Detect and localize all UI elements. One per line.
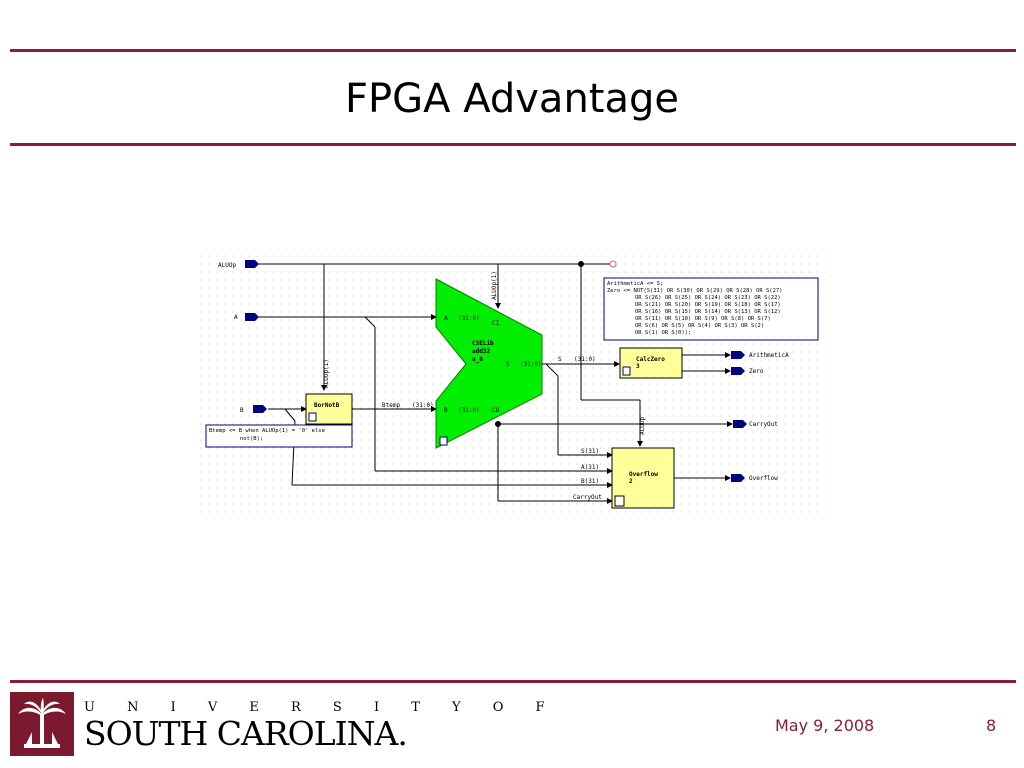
page-number: 8: [986, 716, 997, 735]
footer-date: May 9, 2008: [775, 716, 875, 735]
svg-text:OR S(11) OR S(10) OR S(9) OR S: OR S(11) OR S(10) OR S(9) OR S(8) OR S(7…: [635, 316, 771, 322]
output-port-arithmetica: ArithmeticA: [731, 351, 789, 359]
svg-text:Btemp <= B when ALUOp(1) = '0': Btemp <= B when ALUOp(1) = '0' else: [209, 428, 325, 434]
footer-rule: [10, 680, 1016, 683]
svg-text:Overflow: Overflow: [749, 475, 778, 482]
svg-text:u_0: u_0: [472, 356, 483, 363]
svg-text:OR S(1) OR S(0));: OR S(1) OR S(0));: [635, 330, 691, 336]
palmetto-logo: [10, 692, 74, 756]
logo-south-carolina: SOUTH CAROLINA.: [84, 714, 408, 753]
svg-text:Overflow: Overflow: [629, 471, 658, 478]
signal-a31-label: A(31): [581, 464, 599, 471]
svg-text:2: 2: [629, 478, 633, 485]
wire-end-marker: [609, 260, 617, 268]
overflow-block: Overflow 2: [611, 447, 675, 509]
bornotb-block: BorNotB: [305, 393, 353, 425]
palmetto-tree-icon: [18, 698, 66, 748]
input-port-aluop: ALUOp: [218, 260, 259, 269]
logo-university-of: U N I V E R S I T Y O F: [84, 700, 559, 715]
svg-text:B: B: [444, 407, 448, 414]
svg-text:OR S(21) OR S(20) OR S(19) OR: OR S(21) OR S(20) OR S(19) OR S(18) OR S…: [635, 302, 781, 308]
svg-text:ArithmeticA <= S;: ArithmeticA <= S;: [607, 281, 663, 287]
svg-text:OR S(6) OR S(5) OR S(4) OR S(3: OR S(6) OR S(5) OR S(4) OR S(3) OR S(2): [635, 323, 764, 329]
schematic-diagram: ALUOp A B ArithmeticA Zero CarryOut Over…: [200, 255, 825, 515]
zero-equation-note: ArithmeticA <= S; Zero <= NOT(S(31) OR S…: [603, 277, 819, 341]
signal-btemp-label: Btemp: [382, 402, 400, 409]
output-port-carryout: CarryOut: [733, 420, 778, 428]
adder-block: A (31:0) CI CSELib add32 u_0 S (31:0) B …: [435, 278, 543, 449]
signal-btemp-range: (31:0): [412, 402, 434, 409]
input-port-b: B: [240, 405, 267, 414]
signal-s-range: (31:0): [574, 356, 596, 363]
svg-text:OR S(26) OR S(25) OR S(24) OR: OR S(26) OR S(25) OR S(24) OR S(23) OR S…: [635, 295, 781, 301]
signal-b31-label: B(31): [581, 478, 599, 485]
svg-text:A: A: [234, 314, 238, 321]
wires: [258, 261, 733, 504]
svg-text:(31:0): (31:0): [458, 315, 480, 322]
output-port-overflow: Overflow: [731, 474, 778, 482]
signal-carryout-label: CarryOut: [573, 494, 602, 501]
svg-text:ArithmeticA: ArithmeticA: [749, 352, 789, 359]
svg-text:CarryOut: CarryOut: [749, 421, 778, 428]
slide-title: FPGA Advantage: [345, 76, 679, 122]
btemp-note: Btemp <= B when ALUOp(1) = '0' else not(…: [205, 424, 353, 448]
top-rule: [10, 49, 1016, 52]
svg-text:(31:0): (31:0): [458, 407, 480, 414]
svg-text:not(B);: not(B);: [240, 436, 263, 442]
svg-text:(31:0): (31:0): [520, 361, 542, 368]
svg-text:Zero: Zero: [749, 368, 764, 375]
svg-text:OR S(16) OR S(15) OR S(14) OR: OR S(16) OR S(15) OR S(14) OR S(13) OR S…: [635, 309, 781, 315]
svg-text:CSELib: CSELib: [472, 340, 494, 347]
svg-text:Zero <= NOT(S(31) OR S(30) OR: Zero <= NOT(S(31) OR S(30) OR S(29) OR S…: [607, 288, 783, 294]
svg-text:B: B: [240, 407, 244, 414]
svg-text:A: A: [444, 315, 448, 322]
output-port-zero: Zero: [731, 367, 764, 375]
signal-s31-label: S(31): [581, 448, 599, 455]
svg-text:BorNotB: BorNotB: [314, 402, 340, 409]
svg-text:S: S: [506, 361, 510, 368]
svg-text:CO: CO: [492, 407, 500, 414]
input-port-a: A: [234, 313, 259, 321]
svg-text:3: 3: [636, 363, 640, 370]
svg-text:add32: add32: [472, 348, 490, 355]
svg-text:ALUOp: ALUOp: [218, 262, 236, 269]
signal-s-label: S: [558, 356, 562, 363]
svg-text:CI: CI: [492, 320, 500, 327]
signal-aluop1-label: ALUOp(1): [323, 359, 330, 388]
signal-aluop1-adder-label: ALUOp(1): [491, 271, 498, 300]
calczero-block: CalcZero 3: [619, 347, 683, 379]
svg-text:CalcZero: CalcZero: [636, 356, 665, 363]
signal-aluop-overflow-label: ALUOp: [639, 417, 646, 435]
title-rule: [10, 143, 1016, 146]
